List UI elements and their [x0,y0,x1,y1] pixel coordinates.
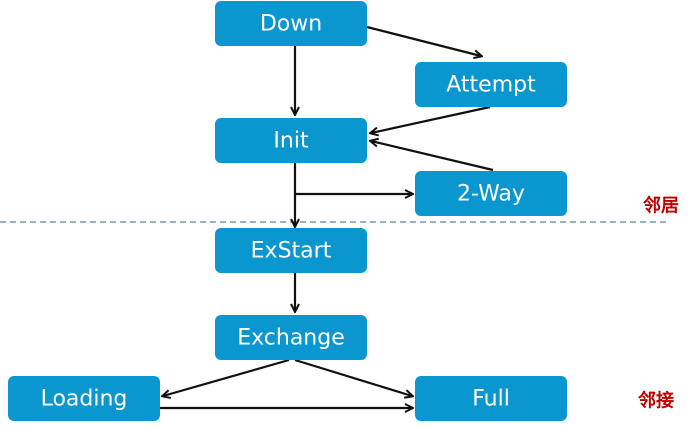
state-init-label: Init [273,129,309,154]
state-down-label: Down [260,12,322,37]
state-exchange: Exchange [215,315,367,360]
edge-down-to-attempt [366,25,481,56]
state-2way-label: 2-Way [457,182,525,207]
adjacency-phase-label: 邻接 [638,390,674,412]
state-down: Down [215,1,367,46]
state-full: Full [415,376,567,421]
neighbor-phase-label: 邻居 [643,195,679,217]
state-2way: 2-Way [415,171,567,216]
state-loading: Loading [8,376,160,421]
edge-2way-to-init [371,141,494,172]
edge-exchange-to-loading [163,358,290,396]
state-attempt: Attempt [415,62,567,107]
state-full-label: Full [472,387,510,412]
state-exstart-label: ExStart [251,239,332,264]
state-attempt-label: Attempt [446,73,536,98]
state-init: Init [215,118,367,163]
edge-exchange-to-full [294,358,412,396]
state-loading-label: Loading [41,387,128,412]
edge-attempt-to-init [371,105,491,133]
state-exstart: ExStart [215,228,367,273]
state-exchange-label: Exchange [237,326,345,351]
